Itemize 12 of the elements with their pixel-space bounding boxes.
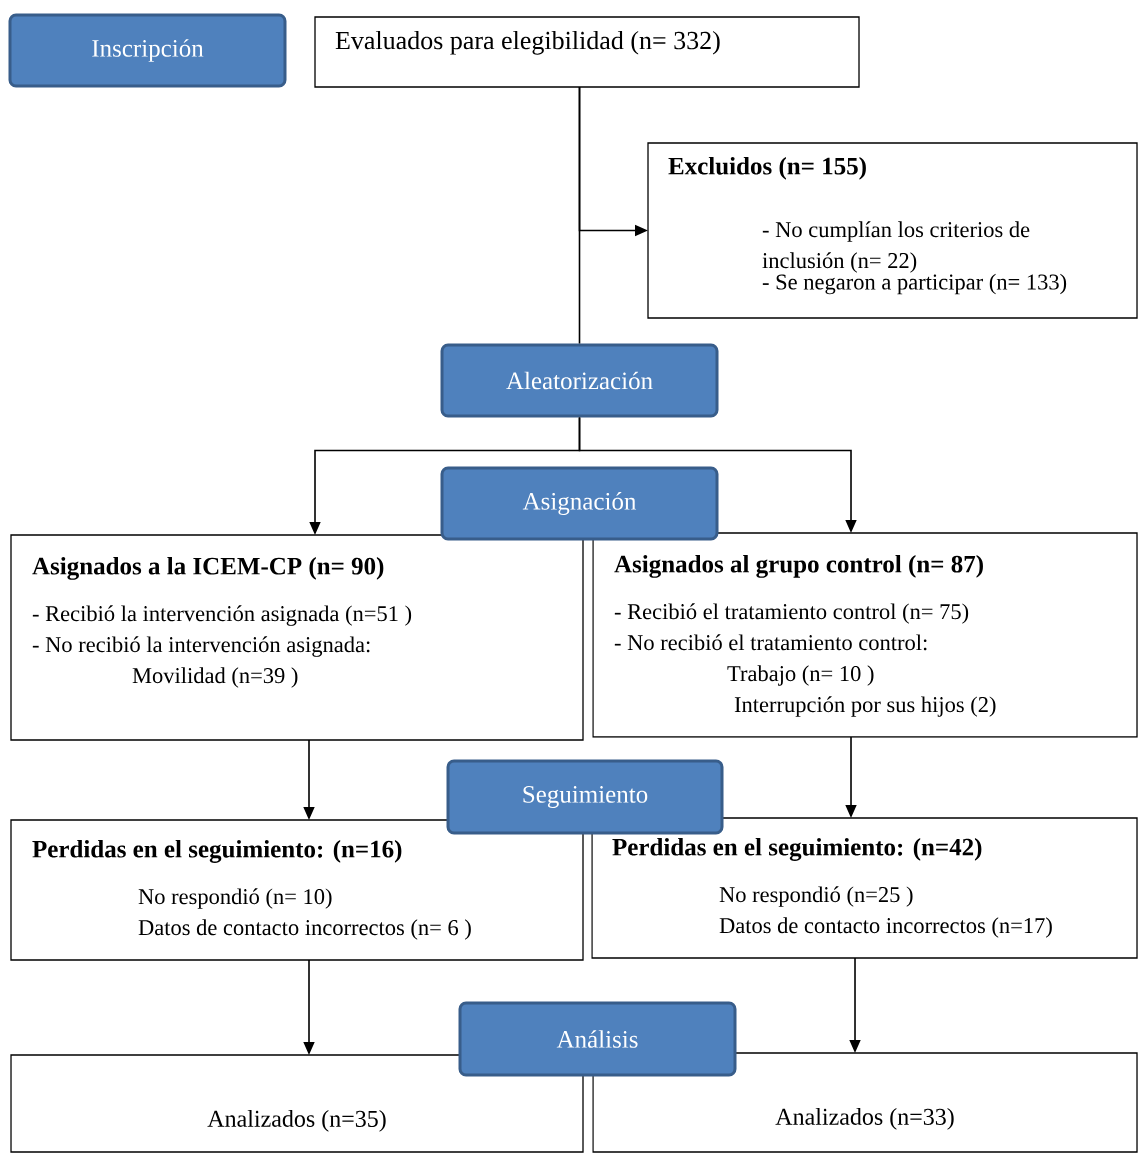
flow-box: Analizados (n=35)	[10, 1054, 584, 1153]
flow-box: Excluidos (n= 155) - No cumplían los criterios de inclusión (n= 22) - Se negaron a participar (n= 133)	[647, 142, 1138, 319]
flow-box: Perdidas en el seguimiento: (n=42) No respondió (n=25 ) Datos de contacto incorrectos (n=17)	[591, 817, 1138, 959]
flow-box: Asignados a la ICEM-CP (n= 90) - Recibió la intervención asignada (n=51 ) - No recibió la intervención asignada: Movilidad (n=39 )	[10, 534, 584, 741]
flow-box: Asignados al grupo control (n= 87) - Recibió el tratamiento control (n= 75) - No recibió el tratamiento control: Trabajo (n= 10 ) Interrupción por sus hijos (2)	[592, 532, 1138, 738]
flow-box: Evaluados para elegibilidad (n= 332)	[314, 16, 860, 88]
stage-label: Inscripción	[8, 13, 287, 88]
stage-label: Seguimiento	[446, 759, 724, 835]
stage-label: Asignación	[440, 466, 719, 541]
flow-box: Perdidas en el seguimiento: (n=16) No respondió (n= 10) Datos de contacto incorrectos (n= 6 )	[10, 819, 584, 961]
stage-label: Aleatorización	[440, 343, 719, 418]
stage-label: Análisis	[458, 1001, 737, 1077]
